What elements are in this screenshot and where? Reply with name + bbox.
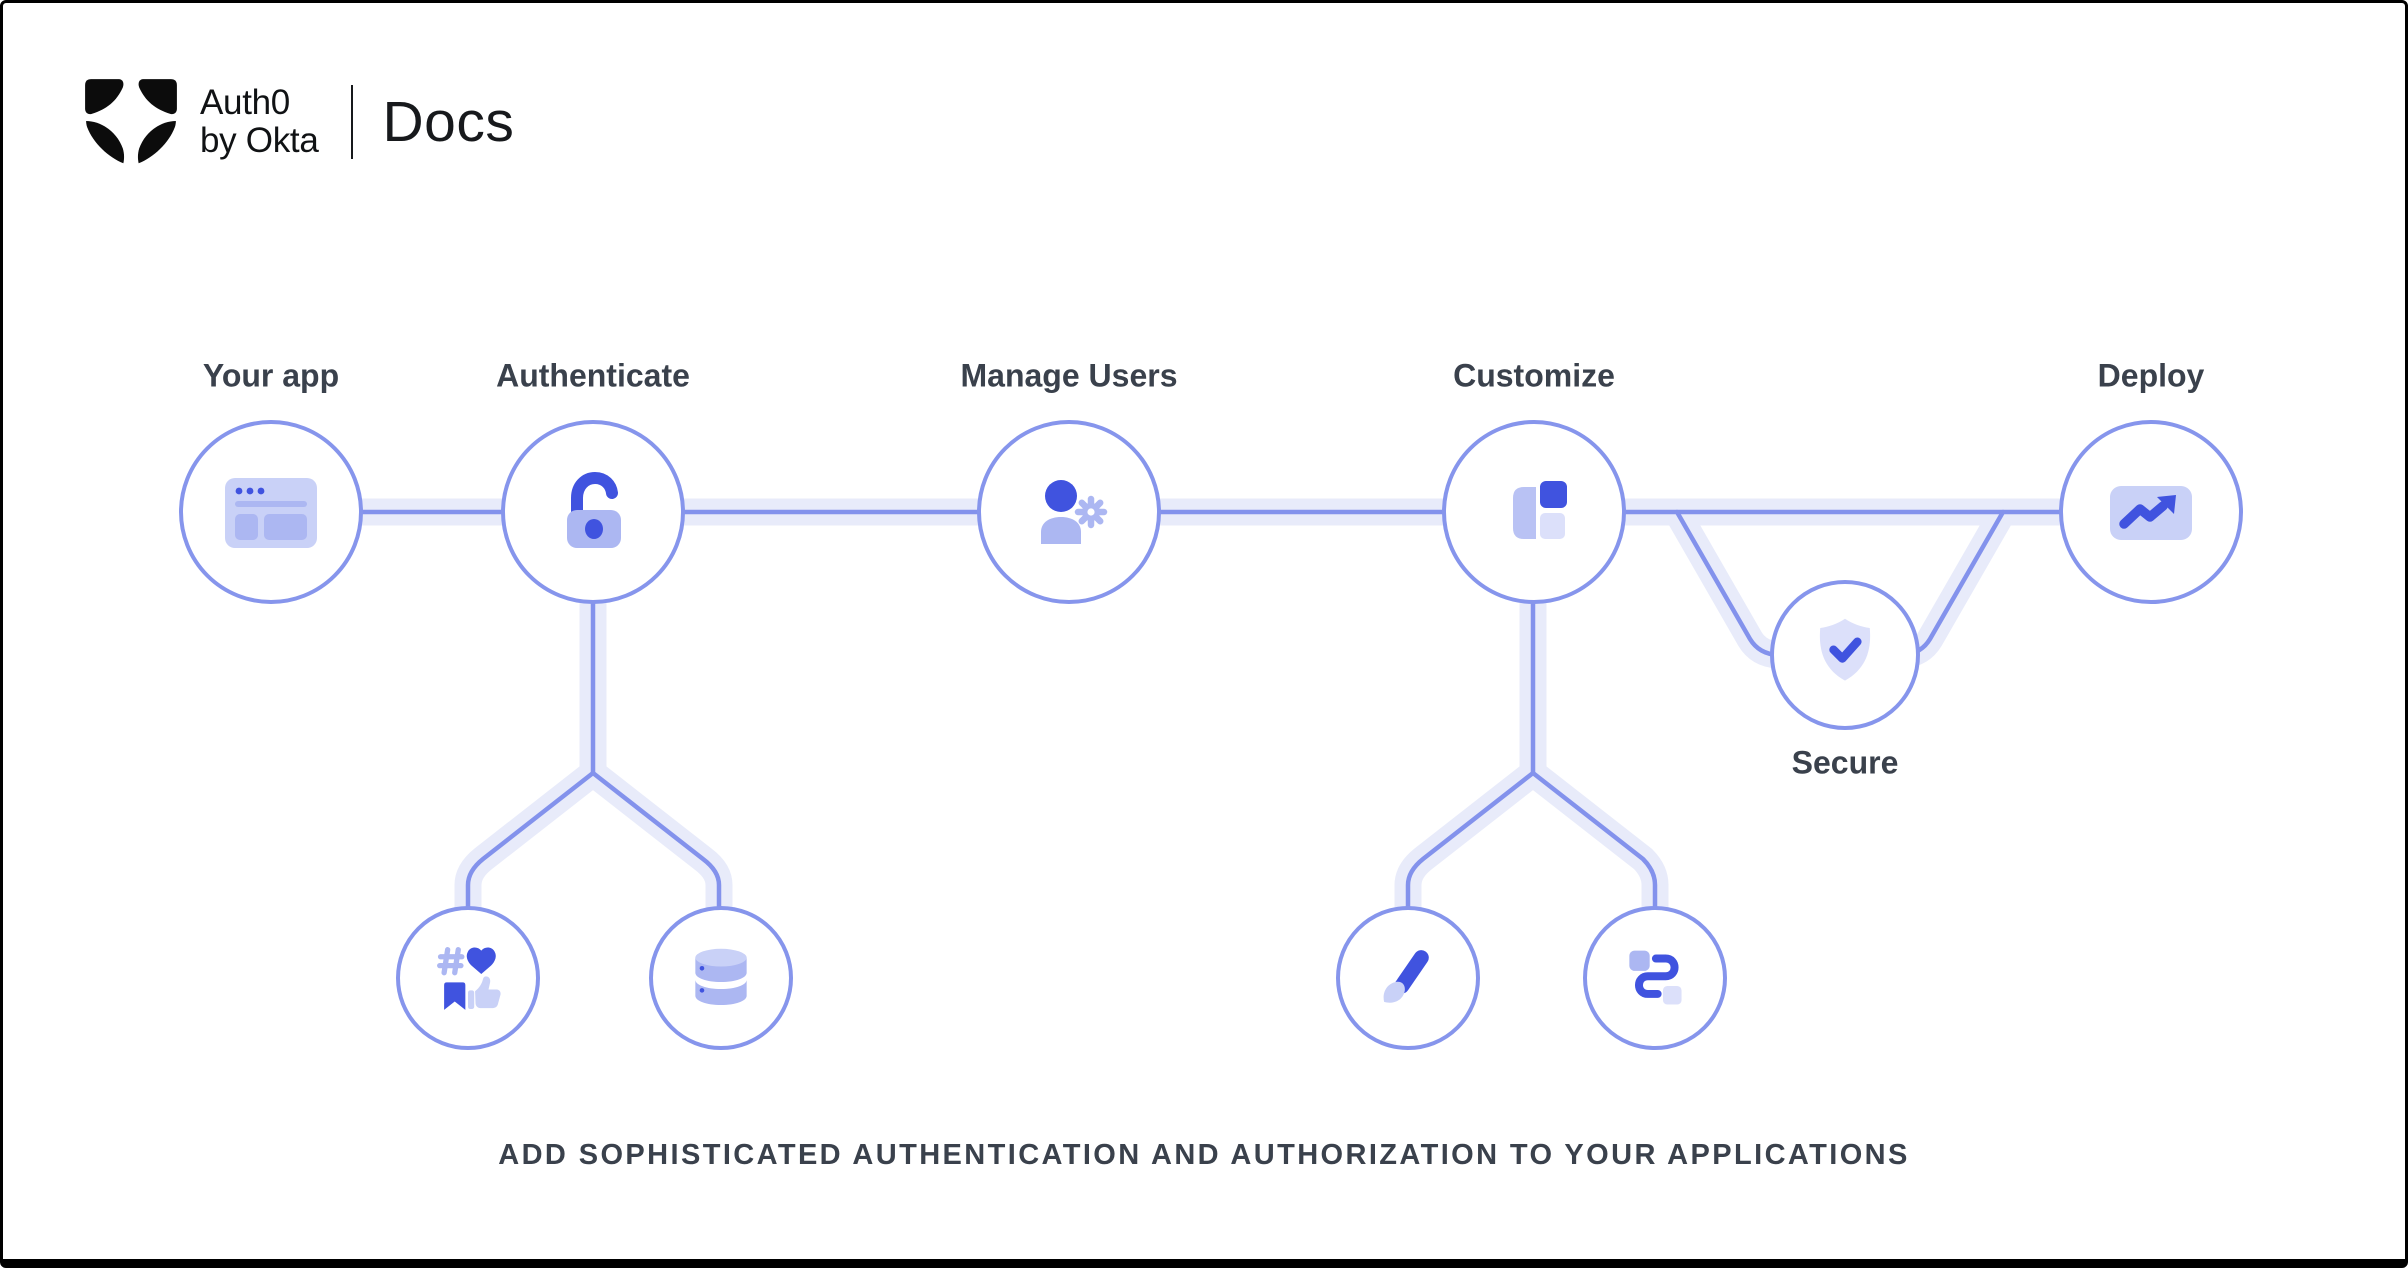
shield-check-icon (1819, 618, 1871, 681)
node-branding[interactable] (1336, 906, 1480, 1050)
node-deploy[interactable] (2059, 420, 2243, 604)
node-your-app[interactable] (179, 420, 363, 604)
node-social-connections[interactable] (396, 906, 540, 1050)
connector-lines (257, 498, 2165, 920)
browser-window-icon (225, 478, 317, 548)
label-authenticate: Authenticate (496, 357, 690, 394)
node-flows[interactable] (1583, 906, 1727, 1050)
node-manage-users[interactable] (977, 420, 1161, 604)
paintbrush-icon (1383, 950, 1429, 1003)
database-icon (695, 948, 747, 1005)
brand-wordmark: Auth0 by Okta (200, 84, 319, 160)
node-authenticate[interactable] (501, 420, 685, 604)
social-reactions-icon (437, 947, 501, 1010)
chart-trending-up-icon (2110, 486, 2192, 540)
node-secure[interactable] (1770, 580, 1920, 730)
user-gear-icon (1041, 480, 1108, 544)
layout-blocks-icon (1513, 481, 1567, 539)
label-your-app: Your app (202, 357, 340, 394)
logo-divider (350, 85, 353, 159)
tagline: ADD SOPHISTICATED AUTHENTICATION AND AUT… (498, 1139, 1910, 1171)
label-deploy: Deploy (2097, 357, 2205, 394)
label-customize: Customize (1453, 357, 1615, 394)
auth0-okta-shield-icon (85, 79, 177, 164)
node-database[interactable] (649, 906, 793, 1050)
brand-line-1: Auth0 (200, 83, 290, 122)
label-manage-users: Manage Users (960, 357, 1178, 394)
auth0-docs-logo[interactable]: Auth0 by Okta Docs (80, 75, 514, 169)
node-customize[interactable] (1442, 420, 1626, 604)
label-secure: Secure (1791, 744, 1899, 781)
product-title: Docs (382, 90, 515, 154)
open-lock-icon (567, 471, 621, 548)
header: Auth0 by Okta Docs (80, 75, 514, 169)
brand-line-2: by Okta (200, 121, 319, 160)
route-icon (1629, 950, 1682, 1005)
